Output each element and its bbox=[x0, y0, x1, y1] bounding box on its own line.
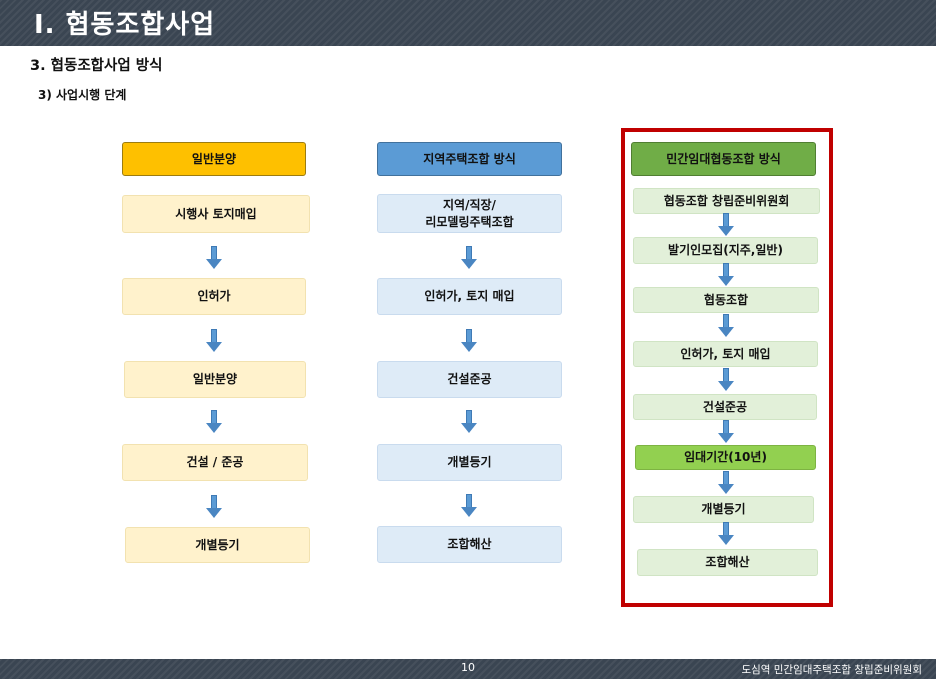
down-arrow-icon bbox=[461, 494, 477, 518]
col1-header: 일반분양 bbox=[122, 142, 306, 176]
col3-header: 민간임대협동조합 방식 bbox=[631, 142, 816, 176]
section-heading: 3. 협동조합사업 방식 bbox=[30, 58, 163, 74]
col1-step-1: 시행사 토지매입 bbox=[122, 195, 310, 233]
col2-header: 지역주택조합 방식 bbox=[377, 142, 562, 176]
col3-step-2: 발기인모집(지주,일반) bbox=[633, 237, 818, 264]
col2-step-1: 지역/직장/ 리모델링주택조합 bbox=[377, 194, 562, 233]
slide-footer-bar: 10 도심역 민간임대주택조합 창립준비위원회 bbox=[0, 659, 936, 679]
col1-step-2: 인허가 bbox=[122, 278, 306, 315]
down-arrow-icon bbox=[718, 213, 734, 237]
down-arrow-icon bbox=[206, 329, 222, 353]
col3-step-7: 개별등기 bbox=[633, 496, 814, 523]
down-arrow-icon bbox=[461, 246, 477, 270]
down-arrow-icon bbox=[206, 410, 222, 434]
slide-title: Ⅰ. 협동조합사업 bbox=[34, 10, 216, 40]
down-arrow-icon bbox=[718, 314, 734, 338]
slide-header-bar: Ⅰ. 협동조합사업 bbox=[0, 0, 936, 46]
col1-step-5: 개별등기 bbox=[125, 527, 310, 563]
down-arrow-icon bbox=[718, 522, 734, 546]
footer-organization: 도심역 민간임대주택조합 창립준비위원회 bbox=[741, 664, 922, 676]
col2-step-5: 조합해산 bbox=[377, 526, 562, 563]
down-arrow-icon bbox=[461, 410, 477, 434]
col1-step-3: 일반분양 bbox=[124, 361, 306, 398]
section-subheading: 3) 사업시행 단계 bbox=[38, 88, 127, 102]
down-arrow-icon bbox=[206, 495, 222, 519]
col2-step-2: 인허가, 토지 매입 bbox=[377, 278, 562, 315]
col3-step-1: 협동조합 창립준비위원회 bbox=[633, 188, 820, 214]
col3-step-5: 건설준공 bbox=[633, 394, 817, 420]
down-arrow-icon bbox=[206, 246, 222, 270]
col3-step-8: 조합해산 bbox=[637, 549, 818, 576]
down-arrow-icon bbox=[718, 368, 734, 392]
col3-step-4: 인허가, 토지 매입 bbox=[633, 341, 818, 367]
down-arrow-icon bbox=[718, 263, 734, 287]
col2-step-4: 개별등기 bbox=[377, 444, 562, 481]
down-arrow-icon bbox=[718, 471, 734, 495]
col3-step-6: 임대기간(10년) bbox=[635, 445, 816, 470]
page-number: 10 bbox=[461, 661, 475, 674]
down-arrow-icon bbox=[461, 329, 477, 353]
col3-step-3: 협동조합 bbox=[633, 287, 819, 313]
highlight-frame bbox=[621, 128, 833, 607]
col2-step-3: 건설준공 bbox=[377, 361, 562, 398]
col1-step-4: 건설 / 준공 bbox=[122, 444, 308, 481]
down-arrow-icon bbox=[718, 420, 734, 444]
